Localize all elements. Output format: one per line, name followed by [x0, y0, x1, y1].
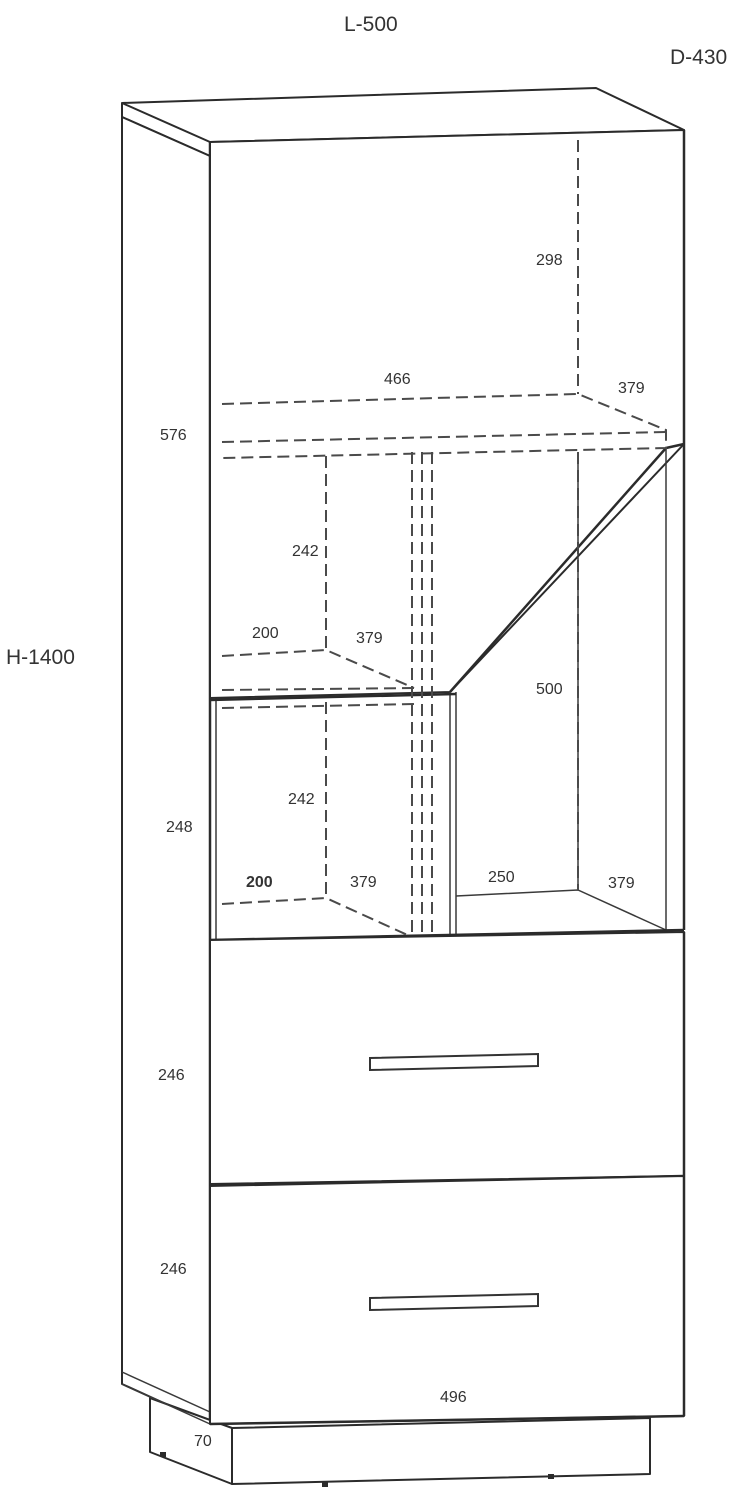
cabinet-glass-door-upper — [209, 129, 685, 699]
dim-upper-section-height: 576 — [160, 427, 187, 444]
dim-drawer-1-height: 246 — [158, 1067, 185, 1084]
dim-shelf-width: 466 — [384, 371, 411, 388]
dim-bottom-width: 496 — [440, 1389, 467, 1406]
dim-width-label: L-500 — [344, 13, 398, 36]
dim-upper-back-height: 298 — [536, 252, 563, 269]
dim-right-niche-height: 500 — [536, 681, 563, 698]
dim-lower-niche-width: 200 — [246, 874, 273, 891]
dim-lower-niche-depth: 379 — [350, 874, 377, 891]
dim-upper-niche-height: 242 — [292, 543, 319, 560]
dim-plinth-height: 70 — [194, 1433, 212, 1450]
dim-upper-niche-depth: 379 — [356, 630, 383, 647]
dim-upper-niche-width: 200 — [252, 625, 279, 642]
dim-depth-label: D-430 — [670, 46, 727, 69]
foot-right — [548, 1474, 554, 1479]
dim-right-niche-width: 250 — [488, 869, 515, 886]
dim-lower-niche-height: 242 — [288, 791, 315, 808]
dim-drawer-2-height: 246 — [160, 1261, 187, 1278]
cabinet-plinth-front — [231, 1417, 651, 1485]
drawer-2-handle[interactable] — [369, 1292, 539, 1312]
foot-left — [160, 1452, 166, 1457]
drawer-1-handle[interactable] — [369, 1052, 539, 1072]
foot-middle — [322, 1482, 328, 1487]
dim-height-label: H-1400 — [6, 646, 75, 669]
dim-shelf-depth: 379 — [618, 380, 645, 397]
dim-right-niche-depth: 379 — [608, 875, 635, 892]
dim-middle-section-height: 248 — [166, 819, 193, 836]
cabinet-left-side-panel — [121, 116, 211, 1425]
